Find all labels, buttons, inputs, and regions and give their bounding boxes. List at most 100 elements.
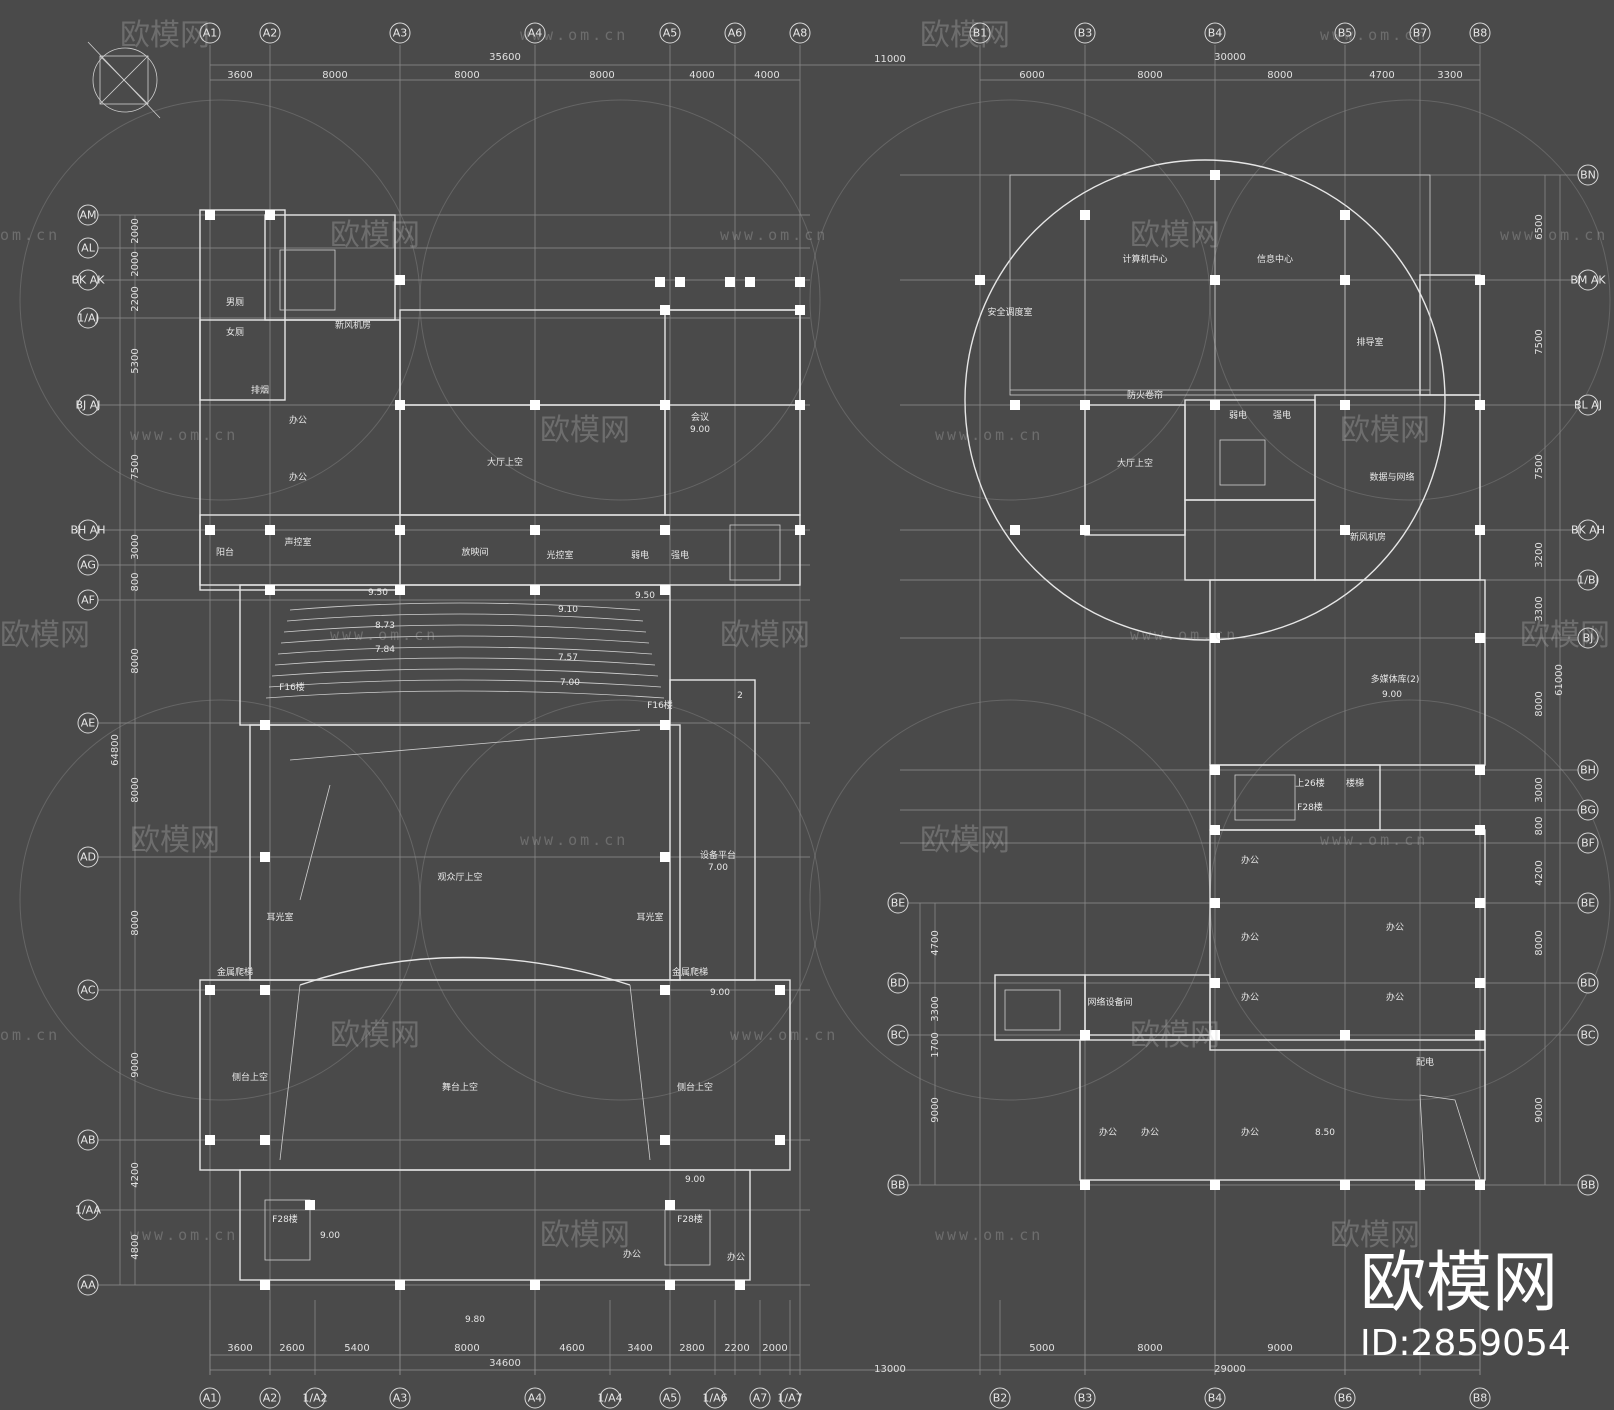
dim-bottom: 8000 [1137, 1343, 1162, 1354]
watermark-url: www.om.cn [1320, 26, 1428, 44]
watermark-url: www.om.cn [130, 1226, 238, 1244]
axis-label: AF [81, 594, 95, 607]
watermark-url: www.om.cn [1320, 831, 1428, 849]
brand-id-text: ID:2859054 [1360, 1323, 1571, 1364]
structural-columns [205, 170, 1485, 1290]
column [795, 277, 805, 287]
left-stage-area [199, 979, 791, 1171]
axis-bubble-side: AA [77, 1274, 99, 1296]
axis-label: 1/A4 [597, 1392, 622, 1405]
column [795, 305, 805, 315]
dim-left: 9000 [930, 1097, 941, 1122]
brand-logo-text: 欧模网 [1360, 1244, 1558, 1321]
axis-bubble-side: BE [1577, 892, 1599, 914]
axis-bubble-bottom: A5 [659, 1387, 681, 1409]
axis-bubble-side: BJ AJ [75, 394, 101, 416]
axis-bubble-side: AD [77, 846, 99, 868]
room-label-left: 办公 [289, 471, 307, 483]
column [265, 210, 275, 220]
watermark-brand: 欧模网 [1520, 618, 1610, 653]
axis-bubble-side: BG [1577, 799, 1599, 821]
axis-label: BD [890, 977, 906, 990]
room-label-left: 强电 [671, 549, 689, 561]
axis-label: B3 [1078, 27, 1093, 40]
left-wc-block [199, 209, 286, 401]
room-label-right: 9.00 [1382, 690, 1402, 700]
axis-bubble-side: 1/AA [75, 1199, 102, 1221]
column [395, 585, 405, 595]
axis-bubble-side: BH [1577, 759, 1599, 781]
axis-label: 1/AA [75, 1204, 102, 1217]
axis-bubble-side: BD [1577, 972, 1599, 994]
axis-label: B7 [1413, 27, 1428, 40]
axis-bubble-bottom: 1/A2 [302, 1387, 328, 1409]
dim-side: 800 [130, 572, 141, 591]
room-label-right: 办公 [1386, 991, 1404, 1003]
column [1210, 898, 1220, 908]
dim-left: 3300 [930, 996, 941, 1021]
axis-label: AB [80, 1134, 95, 1147]
left-back-stage [239, 1169, 751, 1281]
column [795, 525, 805, 535]
watermark-brand: 欧模网 [130, 823, 220, 858]
column [395, 400, 405, 410]
dim-top: 3600 [227, 70, 252, 81]
north-arrow-icon [87, 41, 161, 119]
room-label-left: F16楼 [279, 681, 305, 693]
dim-side: 8000 [1534, 930, 1545, 955]
axis-label: AC [80, 984, 95, 997]
watermark-brand: 欧模网 [540, 413, 630, 448]
watermark-brand: 欧模网 [720, 618, 810, 653]
axis-bubble-bottom: B2 [989, 1387, 1011, 1409]
axis-label: BB [890, 1179, 905, 1192]
room-label-left: 9.00 [690, 425, 710, 435]
column [735, 1280, 745, 1290]
column [395, 275, 405, 285]
axis-label: B4 [1208, 27, 1223, 40]
axis-label: AM [79, 209, 96, 222]
watermark-brand: 欧模网 [1330, 1218, 1420, 1253]
column [660, 525, 670, 535]
dim-left: 4700 [930, 930, 941, 955]
left-plan [199, 209, 801, 1281]
watermark-url: www.om.cn [520, 831, 628, 849]
watermark-url: www.om.cn [130, 426, 238, 444]
brand-logo: 欧模网 ID:2859054 [1360, 1244, 1571, 1364]
axis-label: A5 [663, 27, 678, 40]
column [1475, 525, 1485, 535]
room-label-right: 配电 [1416, 1056, 1434, 1068]
room-label-left: 9.00 [320, 1231, 340, 1241]
axis-label: BG [1580, 804, 1596, 817]
axis-label: 1/A7 [777, 1392, 802, 1405]
right-lobby-void [1084, 404, 1186, 536]
dim-bottom: 9000 [1267, 1343, 1292, 1354]
dim-side: 9000 [1534, 1097, 1545, 1122]
axis-label: A5 [663, 1392, 678, 1405]
column [665, 1200, 675, 1210]
axis-label: 1/A2 [302, 1392, 327, 1405]
room-label-left: F28楼 [272, 1213, 298, 1225]
axis-bubble-side: AB [77, 1129, 99, 1151]
left-control-band [199, 514, 801, 586]
axis-label: BE [891, 897, 906, 910]
room-label-right: 办公 [1241, 991, 1259, 1003]
dim-top: 4000 [689, 70, 714, 81]
dim-side: 6500 [1534, 214, 1545, 239]
axis-bubble-left: BD [887, 972, 909, 994]
room-label-left: 声控室 [284, 536, 311, 548]
axis-bubble-side: BB [1577, 1174, 1599, 1196]
dim-side: 4200 [130, 1162, 141, 1187]
watermark-brand: 欧模网 [540, 1218, 630, 1253]
axis-bubble-top: B4 [1204, 22, 1226, 44]
room-label-left: 女厕 [226, 326, 244, 338]
axis-bubble-bottom: A1 [199, 1387, 221, 1409]
column [1210, 633, 1220, 643]
room-label-left: F16楼 [647, 699, 673, 711]
room-label-left: 7.57 [558, 653, 578, 663]
axis-label: A4 [528, 1392, 543, 1405]
room-label-left: 男厕 [226, 297, 244, 308]
watermark-brand: 欧模网 [1130, 218, 1220, 253]
axis-bubble-top: B8 [1469, 22, 1491, 44]
room-label-right: 多媒体库(2) [1371, 673, 1420, 685]
